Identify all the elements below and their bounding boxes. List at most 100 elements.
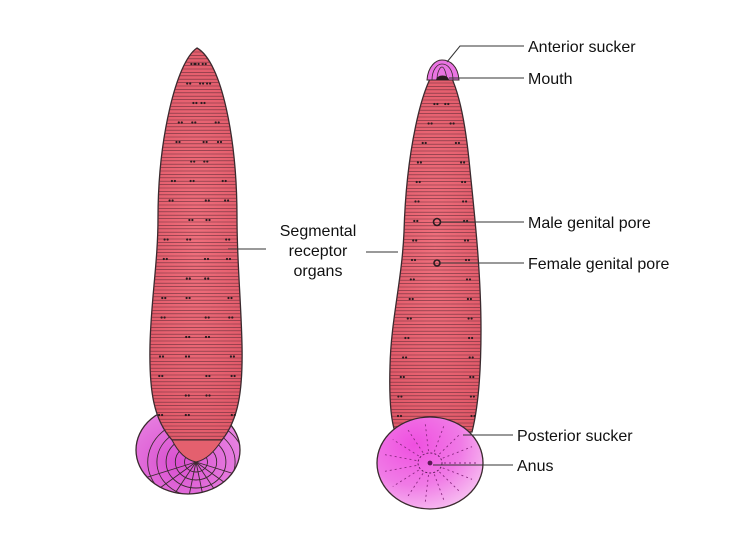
receptor-dot bbox=[161, 413, 164, 417]
receptor-dot bbox=[406, 317, 409, 320]
receptor-dot bbox=[227, 199, 230, 202]
leader-lines bbox=[228, 45, 524, 466]
receptor-dot bbox=[415, 239, 418, 242]
receptor-dot bbox=[418, 180, 421, 184]
right-posterior-sucker bbox=[376, 416, 484, 510]
receptor-dot bbox=[452, 122, 455, 125]
sucker-ray bbox=[442, 467, 473, 480]
receptor-dot bbox=[180, 121, 183, 124]
receptor-dot bbox=[209, 82, 212, 85]
receptor-dot bbox=[168, 199, 171, 202]
receptor-dot bbox=[231, 316, 234, 319]
labels: Segmental receptor organs Anterior sucke… bbox=[280, 39, 670, 475]
receptor-dot bbox=[205, 394, 208, 397]
receptor-dot bbox=[468, 336, 471, 340]
receptor-dot bbox=[463, 161, 466, 164]
receptor-dot bbox=[184, 413, 187, 417]
receptor-dot bbox=[457, 141, 460, 145]
receptor-dot bbox=[230, 374, 233, 378]
receptor-dot bbox=[228, 238, 231, 241]
receptor-dot bbox=[449, 122, 452, 125]
receptor-dot bbox=[191, 218, 194, 222]
receptor-dot bbox=[396, 414, 400, 418]
receptor-dot bbox=[164, 296, 167, 300]
receptor-dot bbox=[413, 219, 416, 223]
receptor-dot bbox=[187, 413, 190, 417]
sucker-ray bbox=[384, 465, 417, 472]
receptor-dot bbox=[206, 160, 209, 163]
receptor-dot bbox=[433, 102, 436, 106]
receptor-dot bbox=[200, 101, 203, 105]
receptor-dot bbox=[204, 277, 207, 280]
label-female-genital-pore: Female genital pore bbox=[528, 256, 670, 273]
receptor-dot bbox=[206, 257, 210, 261]
receptor-dot bbox=[216, 140, 220, 144]
receptor-dot bbox=[399, 414, 403, 418]
receptor-dot bbox=[185, 296, 188, 300]
label-receptor: receptor bbox=[289, 243, 348, 260]
receptor-dot bbox=[407, 336, 410, 340]
receptor-dot bbox=[416, 161, 419, 164]
sucker-ray bbox=[384, 454, 417, 461]
receptor-dot bbox=[190, 62, 193, 66]
sucker-ray bbox=[442, 446, 473, 459]
receptor-dot bbox=[173, 179, 176, 183]
receptor-dot bbox=[460, 161, 463, 164]
receptor-dot bbox=[188, 277, 191, 280]
sucker-ray bbox=[195, 461, 232, 494]
receptor-dot bbox=[184, 394, 187, 397]
sucker-ray bbox=[195, 461, 240, 483]
sucker-ray bbox=[183, 461, 197, 494]
receptor-dot bbox=[185, 277, 188, 280]
receptor-dot bbox=[471, 336, 474, 340]
receptor-dot bbox=[197, 62, 200, 66]
receptor-dot bbox=[467, 317, 470, 320]
label-segmental: Segmental bbox=[280, 223, 357, 240]
receptor-dot bbox=[203, 160, 206, 163]
receptor-dot bbox=[202, 82, 205, 85]
receptor-dot bbox=[464, 180, 467, 184]
receptor-dot bbox=[199, 82, 202, 85]
receptor-dot bbox=[191, 121, 194, 124]
receptor-dot bbox=[189, 238, 192, 241]
receptor-dot bbox=[468, 278, 472, 281]
receptor-dot bbox=[470, 317, 473, 320]
receptor-dot bbox=[232, 355, 235, 358]
receptor-dot bbox=[163, 316, 166, 319]
mouth-mark bbox=[436, 75, 449, 80]
receptor-dot bbox=[204, 62, 207, 66]
receptor-dot bbox=[193, 160, 196, 163]
receptor-dot bbox=[161, 296, 164, 300]
sucker-ray bbox=[142, 461, 197, 494]
receptor-dot bbox=[472, 395, 475, 398]
receptor-dot bbox=[224, 179, 227, 183]
receptor-dot bbox=[463, 239, 467, 242]
receptor-dot bbox=[188, 218, 191, 222]
label-organs: organs bbox=[294, 263, 343, 280]
receptor-dot bbox=[162, 257, 165, 261]
receptor-dot bbox=[402, 356, 405, 359]
receptor-dot bbox=[203, 101, 206, 105]
label-male-genital-pore: Male genital pore bbox=[528, 215, 651, 232]
receptor-dot bbox=[208, 218, 211, 222]
receptor-dot bbox=[469, 297, 472, 301]
receptor-dot bbox=[192, 101, 195, 105]
receptor-dot bbox=[158, 355, 162, 358]
receptor-dot bbox=[208, 394, 211, 397]
receptor-dot bbox=[207, 335, 211, 339]
receptor-dot bbox=[430, 122, 433, 125]
receptor-dot bbox=[219, 140, 223, 144]
receptor-dot bbox=[194, 121, 197, 124]
receptor-dot bbox=[225, 238, 228, 241]
receptor-dot bbox=[192, 179, 195, 183]
receptor-dot bbox=[186, 82, 189, 85]
receptor-dot bbox=[205, 218, 208, 222]
left-leech-body bbox=[149, 47, 243, 441]
receptor-dot bbox=[184, 355, 188, 358]
left-receptor-dots bbox=[158, 62, 236, 417]
receptor-dot bbox=[404, 336, 407, 340]
anus-mark bbox=[427, 460, 433, 466]
sucker-ray bbox=[392, 469, 419, 487]
receptor-dot bbox=[447, 102, 450, 106]
